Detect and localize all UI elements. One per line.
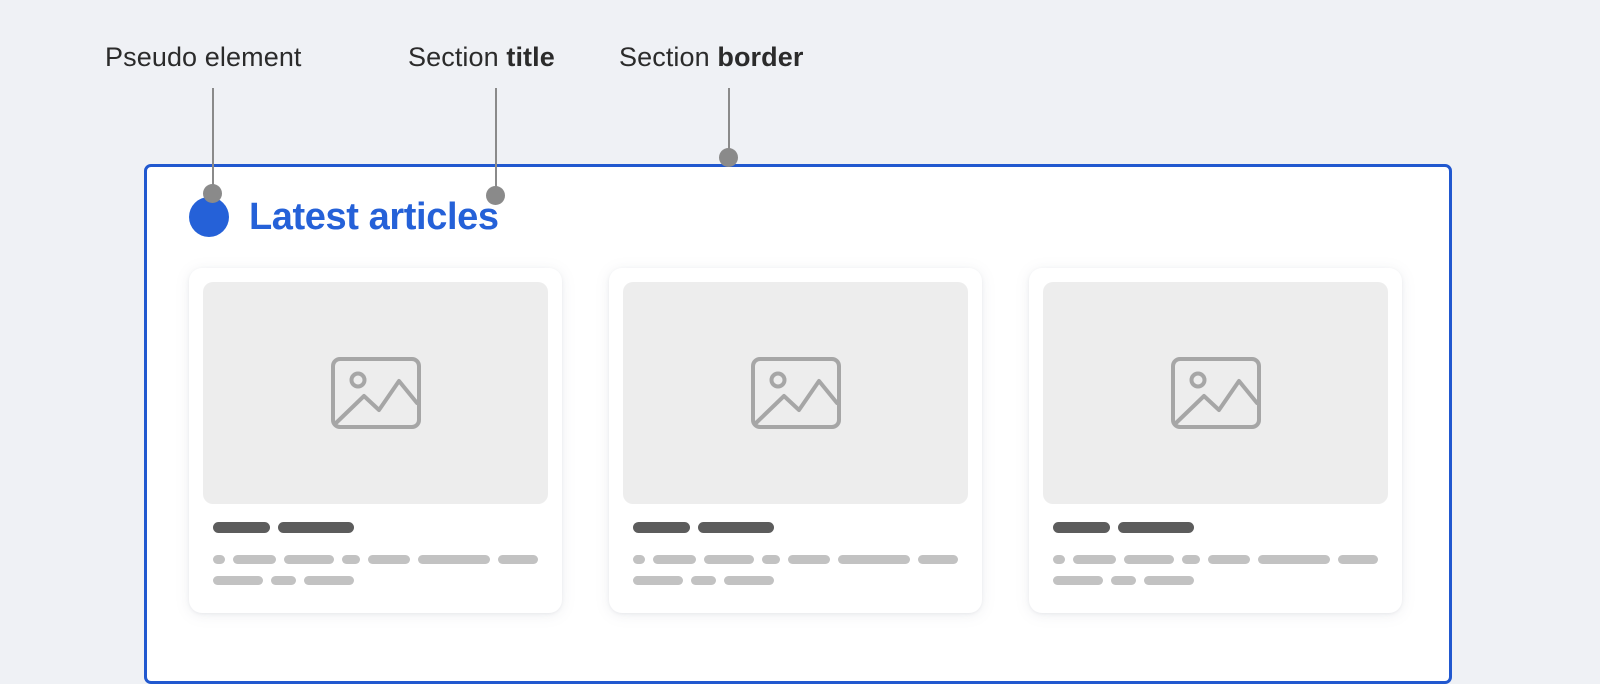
skeleton-bar bbox=[704, 555, 754, 564]
card-text-skeleton-row bbox=[213, 576, 538, 585]
skeleton-bar bbox=[691, 576, 716, 585]
latest-articles-section: Latest articles bbox=[144, 164, 1452, 684]
annotation-label-prefix: Section bbox=[619, 42, 718, 72]
card-body bbox=[1043, 504, 1388, 599]
card-text-skeleton-row bbox=[213, 555, 538, 564]
article-card[interactable] bbox=[609, 268, 982, 613]
image-placeholder-icon bbox=[750, 357, 841, 429]
skeleton-bar bbox=[1258, 555, 1330, 564]
skeleton-bar bbox=[342, 555, 360, 564]
skeleton-bar bbox=[213, 555, 225, 564]
skeleton-bar bbox=[284, 555, 334, 564]
article-card[interactable] bbox=[1029, 268, 1402, 613]
skeleton-bar bbox=[213, 522, 270, 533]
skeleton-bar bbox=[633, 555, 645, 564]
annotation-label-emphasis: border bbox=[717, 42, 804, 72]
skeleton-bar bbox=[653, 555, 696, 564]
skeleton-bar bbox=[633, 522, 690, 533]
skeleton-bar bbox=[368, 555, 410, 564]
section-header: Latest articles bbox=[147, 167, 1449, 237]
skeleton-bar bbox=[788, 555, 830, 564]
annotation-label-prefix: Section bbox=[408, 42, 507, 72]
skeleton-bar bbox=[698, 522, 774, 533]
skeleton-bar bbox=[1053, 555, 1065, 564]
skeleton-bar bbox=[418, 555, 490, 564]
skeleton-bar bbox=[304, 576, 354, 585]
annotation-label-section-border: Section border bbox=[619, 44, 803, 71]
skeleton-bar bbox=[1118, 522, 1194, 533]
annotation-label-section-title: Section title bbox=[408, 44, 555, 71]
card-text-skeleton-row bbox=[1053, 555, 1378, 564]
annotation-leader-line-section-border bbox=[728, 88, 730, 158]
card-text-skeleton-row bbox=[633, 576, 958, 585]
skeleton-bar bbox=[1053, 522, 1110, 533]
skeleton-bar bbox=[633, 576, 683, 585]
annotation-label-prefix: Pseudo element bbox=[105, 42, 302, 72]
skeleton-bar bbox=[1144, 576, 1194, 585]
skeleton-bar bbox=[278, 522, 354, 533]
image-placeholder-icon bbox=[1170, 357, 1261, 429]
skeleton-bar bbox=[1338, 555, 1378, 564]
card-title-skeleton bbox=[633, 522, 958, 533]
card-title-skeleton bbox=[213, 522, 538, 533]
card-title-skeleton bbox=[1053, 522, 1378, 533]
skeleton-bar bbox=[1182, 555, 1200, 564]
image-placeholder-icon bbox=[330, 357, 421, 429]
skeleton-bar bbox=[762, 555, 780, 564]
card-thumbnail bbox=[203, 282, 548, 504]
skeleton-bar bbox=[918, 555, 958, 564]
card-thumbnail bbox=[623, 282, 968, 504]
skeleton-bar bbox=[1073, 555, 1116, 564]
card-text-skeleton-row bbox=[633, 555, 958, 564]
skeleton-bar bbox=[838, 555, 910, 564]
skeleton-bar bbox=[1208, 555, 1250, 564]
article-card[interactable] bbox=[189, 268, 562, 613]
skeleton-bar bbox=[724, 576, 774, 585]
card-thumbnail bbox=[1043, 282, 1388, 504]
annotation-label-pseudo-element: Pseudo element bbox=[105, 44, 302, 71]
pseudo-element-bullet-icon bbox=[189, 197, 229, 237]
annotation-label-emphasis: title bbox=[506, 42, 555, 72]
skeleton-bar bbox=[213, 576, 263, 585]
card-body bbox=[623, 504, 968, 599]
skeleton-bar bbox=[1111, 576, 1136, 585]
section-title: Latest articles bbox=[249, 196, 499, 238]
skeleton-bar bbox=[498, 555, 538, 564]
skeleton-bar bbox=[233, 555, 276, 564]
article-card-grid bbox=[147, 237, 1449, 613]
card-text-skeleton-row bbox=[1053, 576, 1378, 585]
skeleton-bar bbox=[1124, 555, 1174, 564]
card-body bbox=[203, 504, 548, 599]
skeleton-bar bbox=[271, 576, 296, 585]
skeleton-bar bbox=[1053, 576, 1103, 585]
